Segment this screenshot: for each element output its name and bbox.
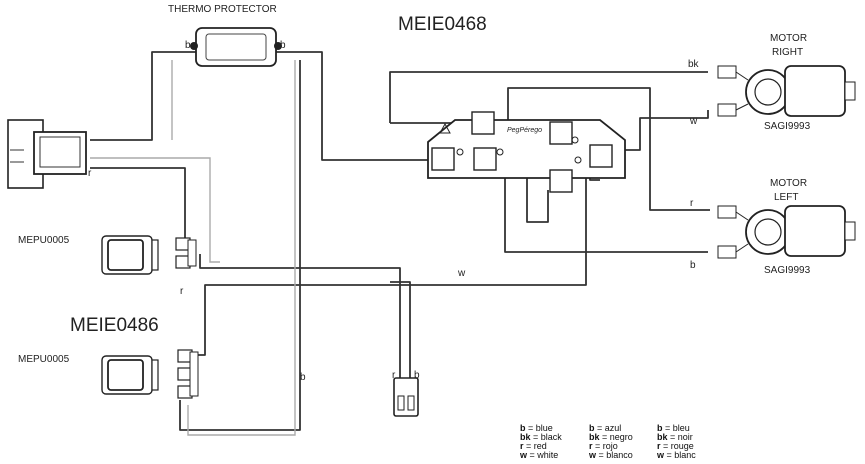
wire-label-plug-b: b — [414, 370, 420, 381]
legend-entry: r = red — [520, 441, 547, 451]
wire-w-bottom — [198, 176, 587, 356]
pedal-switch-top — [101, 235, 197, 275]
legend-entry: bk = black — [520, 432, 562, 442]
wire-label-bk-top: bk — [688, 59, 700, 70]
motor-right-label-2: RIGHT — [772, 47, 803, 58]
plug-connector — [393, 377, 419, 417]
pedal-top-label: MEPU0005 — [18, 235, 70, 246]
pedal-switch-bottom — [101, 349, 199, 399]
legend-entry: b = bleu — [657, 423, 690, 433]
legend-entry: r = rojo — [589, 441, 618, 451]
wire-b-long — [179, 60, 301, 431]
legend-column-french: b = bleu bk = noir r = rouge w = blanc — [657, 424, 717, 460]
wire-thermo-left — [90, 51, 198, 141]
legend-entry: w = blanc — [657, 450, 696, 460]
legend-entry: bk = negro — [589, 432, 633, 442]
title-secondary: MEIE0486 — [70, 315, 159, 336]
wire-bk-top — [389, 71, 708, 123]
wire-label-r-connector-left: r — [88, 168, 92, 179]
board-brand: PegPérego — [507, 127, 542, 134]
wire-board-bottom — [526, 176, 549, 223]
wire-grey-3 — [187, 60, 296, 436]
motor-right-label-1: MOTOR — [770, 33, 807, 44]
title-main: MEIE0468 — [398, 14, 487, 35]
legend-entry: b = blue — [520, 423, 553, 433]
wire-w-motor-right-2 — [620, 110, 709, 151]
wire-label-thermo-right-b: b — [280, 40, 286, 51]
motor-right-part: SAGI9993 — [764, 121, 811, 132]
legend-entry: w = white — [520, 450, 559, 460]
legend-entry: b = azul — [589, 423, 622, 433]
left-connector — [7, 119, 87, 189]
thermo-protector — [190, 27, 282, 67]
wire-label-b-right: b — [690, 260, 696, 271]
motor-left-label-2: LEFT — [774, 192, 798, 203]
wire-plug-b — [390, 281, 411, 380]
motor-left-part: SAGI9993 — [764, 265, 811, 276]
motor-right — [717, 65, 856, 117]
wire-w-motor-right — [507, 87, 710, 211]
wire-b-motor-left — [504, 172, 708, 253]
legend-entry: bk = noir — [657, 432, 693, 442]
motor-left — [717, 205, 856, 259]
motor-left-label-1: MOTOR — [770, 178, 807, 189]
thermo-protector-label: THERMO PROTECTOR — [168, 4, 277, 15]
legend-entry: w = blanco — [589, 450, 633, 460]
wire-thermo-right — [272, 51, 428, 161]
legend-column-english: b = blue bk = black r = red w = white — [520, 424, 580, 460]
wire-label-plug-r: r — [392, 370, 396, 381]
wire-r-left — [90, 167, 186, 238]
wire-label-r-right: r — [690, 198, 694, 209]
control-board: PegPérego — [427, 111, 626, 193]
legend-entry: r = rouge — [657, 441, 694, 451]
wire-label-r-pedal: r — [180, 286, 184, 297]
wire-pedal-top — [199, 254, 401, 380]
wire-label-thermo-left-b: b — [185, 40, 191, 51]
wire-label-w-right: w — [689, 116, 698, 127]
wire-label-b-long: b — [300, 372, 306, 383]
wire-grey-2 — [90, 157, 220, 263]
pedal-bottom-label: MEPU0005 — [18, 354, 70, 365]
legend-column-spanish: b = azul bk = negro r = rojo w = blanco — [589, 424, 649, 460]
wire-label-w-bottom: w — [457, 268, 466, 279]
